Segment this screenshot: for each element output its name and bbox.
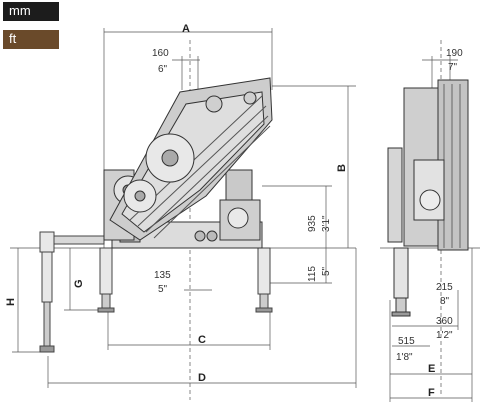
dim-label-g: G bbox=[73, 279, 85, 288]
dim-935-ft: 3'1" bbox=[321, 215, 332, 232]
unit-toggle-ft[interactable]: ft bbox=[3, 30, 59, 49]
dim-190-ft: 7" bbox=[448, 62, 458, 73]
unit-toggle-mm[interactable]: mm bbox=[3, 2, 59, 21]
dim-label-f: F bbox=[428, 387, 435, 399]
dim-215-ft: 8" bbox=[440, 296, 450, 307]
dim-190-mm: 190 bbox=[446, 48, 463, 59]
left-outrigger-leg bbox=[39, 231, 105, 353]
side-view-stabilizer-leg bbox=[391, 247, 411, 317]
dim-515-mm: 515 bbox=[398, 336, 415, 347]
dim-label-c: C bbox=[198, 334, 206, 346]
dim-215-mm: 215 bbox=[436, 282, 453, 293]
dim-160-mm: 160 bbox=[152, 48, 169, 59]
dim-360-mm: 360 bbox=[436, 316, 453, 327]
dim-label-h: H bbox=[5, 298, 17, 306]
crane-boom bbox=[109, 77, 273, 241]
rear-stabilizer-leg bbox=[255, 247, 273, 313]
dim-label-e: E bbox=[428, 363, 435, 375]
dim-115-ft: 5" bbox=[321, 266, 332, 276]
front-stabilizer-leg bbox=[97, 247, 115, 313]
dim-label-b: B bbox=[336, 164, 348, 172]
dim-115-mm: 115 bbox=[307, 266, 318, 282]
dim-label-a: A bbox=[182, 23, 190, 35]
dim-935-mm: 935 bbox=[307, 215, 318, 232]
dim-160-ft: 6" bbox=[158, 64, 168, 75]
dim-515-ft: 1'8" bbox=[396, 352, 413, 363]
crane-side-view bbox=[387, 79, 469, 251]
dim-label-d: D bbox=[198, 372, 206, 384]
dim-135-mm: 135 bbox=[154, 270, 171, 281]
dim-360-ft: 1'2" bbox=[436, 330, 453, 341]
dim-135-ft: 5" bbox=[158, 284, 168, 295]
